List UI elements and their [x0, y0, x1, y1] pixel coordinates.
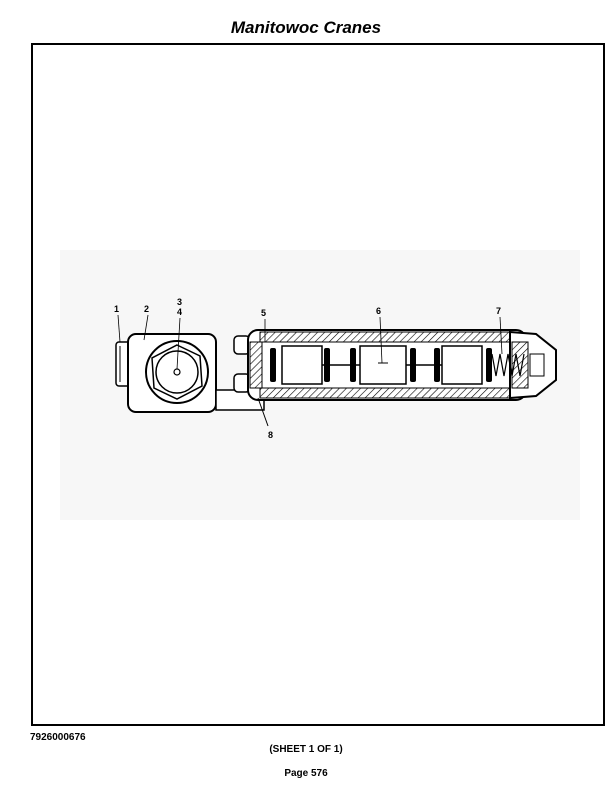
callout-7: 7: [496, 306, 501, 316]
page-number: Page 576: [284, 768, 328, 779]
spool-land: [359, 345, 407, 385]
sheet-indicator: (SHEET 1 OF 1): [269, 744, 343, 755]
page-title: Manitowoc Cranes: [230, 18, 382, 37]
spool-land: [441, 345, 483, 385]
callout-4: 4: [177, 307, 182, 317]
spring: [491, 353, 525, 377]
callout-5: 5: [261, 308, 266, 318]
drawing-frame: [31, 43, 605, 726]
callout-3: 3: [177, 297, 182, 307]
spool-land: [281, 345, 323, 385]
callout-2: 2: [144, 304, 149, 314]
callout-8: 8: [268, 430, 273, 440]
valve-assembly-drawing: 1 2 3 4 5 6 7 8: [60, 250, 580, 520]
part-number: 7926000676: [30, 732, 86, 743]
callout-1: 1: [114, 304, 119, 314]
callout-6: 6: [376, 306, 381, 316]
